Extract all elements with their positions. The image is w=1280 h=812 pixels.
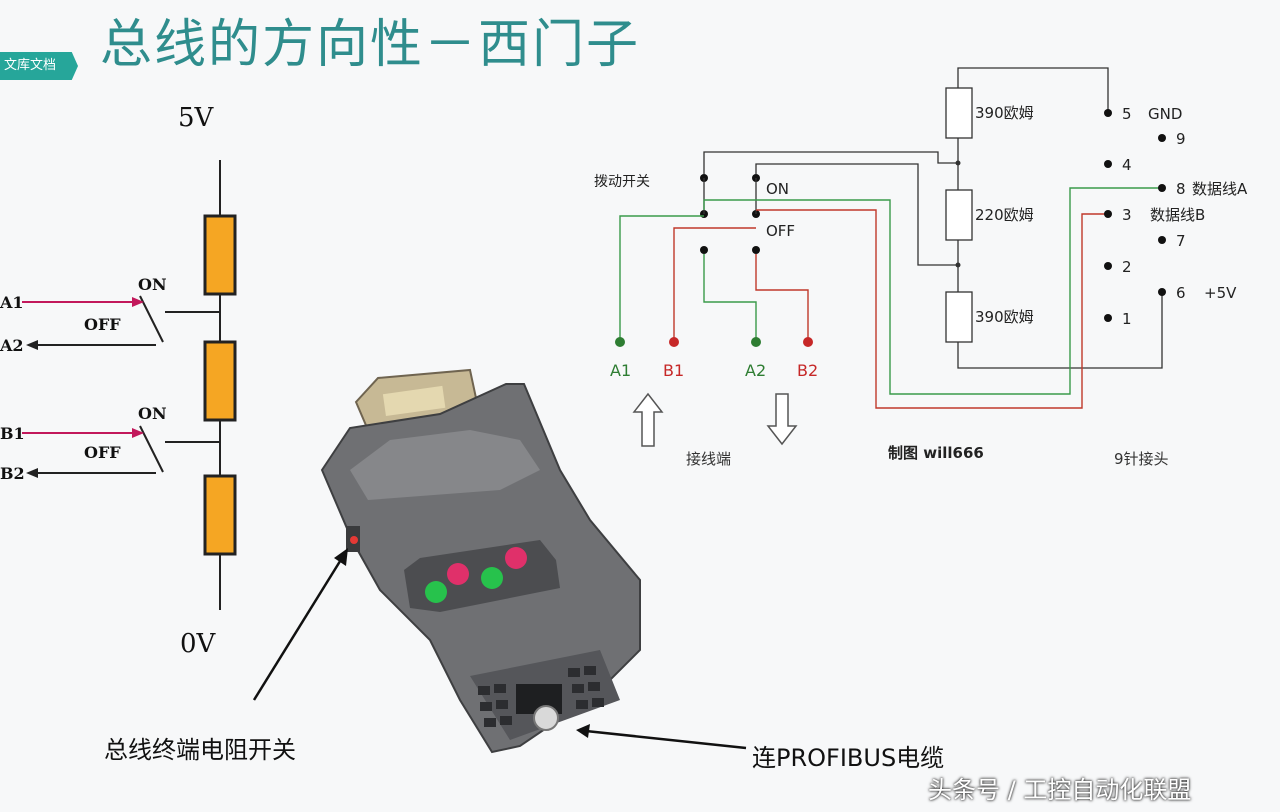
resistor-top xyxy=(203,214,237,296)
watermark: 头条号 / 工控自动化联盟 xyxy=(928,776,1192,804)
left-ladder: 5V 0V ON OFF A1 A2 ON OFF B1 B2 xyxy=(0,103,237,659)
cable-pointer xyxy=(585,729,747,750)
pin-dots xyxy=(1104,109,1166,322)
terminal-switch-caption: 总线终端电阻开关 xyxy=(104,736,296,764)
resistor-top-label: 390欧姆 xyxy=(975,104,1034,122)
b1-label: B1 xyxy=(0,424,25,443)
on-label: ON xyxy=(766,180,789,198)
switch-b-blade xyxy=(139,425,164,473)
dip-switch-label: 拨动开关 xyxy=(594,174,650,190)
resistor-middle xyxy=(203,340,237,422)
data-b-wire xyxy=(756,209,1108,409)
vcc-wire xyxy=(957,292,1163,369)
switch-b-on-label: ON xyxy=(138,404,167,423)
profibus-connector-image xyxy=(320,368,641,754)
up-arrow xyxy=(632,392,664,447)
switch-a-on-label: ON xyxy=(138,275,167,294)
b2-wire xyxy=(755,254,809,338)
terminal-switch-knob xyxy=(350,536,358,544)
terminal-b1-label: B1 xyxy=(663,361,684,380)
pin-2: 2 xyxy=(1122,258,1132,276)
resistor-220 xyxy=(945,189,973,241)
off-label: OFF xyxy=(766,222,795,240)
cable-caption: 连PROFIBUS电缆 xyxy=(752,744,945,772)
data-a-wire xyxy=(703,187,1160,395)
pin-9: 9 xyxy=(1176,130,1186,148)
schematic: 390欧姆 220欧姆 390欧姆 拨动开关 ON OFF A1 B1 A2 B xyxy=(594,67,1248,468)
page-title: 总线的方向性－西门子 xyxy=(100,15,641,75)
switch-b-off-label: OFF xyxy=(84,443,121,462)
b2-arrow-head xyxy=(26,468,38,478)
switch-a-off-label: OFF xyxy=(84,315,121,334)
terminal-b2 xyxy=(803,337,813,347)
down-arrow xyxy=(766,393,798,446)
resistor-390-bottom xyxy=(945,291,973,343)
credit: 制图 will666 xyxy=(888,444,984,462)
gnd-wire xyxy=(957,67,1109,112)
b1-wire xyxy=(673,227,756,338)
pin-8: 8 xyxy=(1176,180,1186,198)
connector-top-face xyxy=(350,430,540,500)
led-green-1 xyxy=(425,581,447,603)
terminal-switch-pointer-head xyxy=(334,548,348,566)
a2-label: A2 xyxy=(0,336,24,355)
terminal-a2-label: A2 xyxy=(745,361,766,380)
b1-arrow-head xyxy=(132,428,144,438)
led-red-1 xyxy=(447,563,469,585)
cable-pointer-head xyxy=(576,724,590,738)
pin-5: 5 xyxy=(1122,105,1132,123)
pin-6-label: +5V xyxy=(1204,284,1237,302)
on-wire-2 xyxy=(755,163,958,266)
connector-caption: 9针接头 xyxy=(1114,450,1169,468)
pin-4: 4 xyxy=(1122,156,1132,174)
led-red-2 xyxy=(505,547,527,569)
on-wire-1 xyxy=(703,151,958,174)
a1-arrow-head xyxy=(132,297,144,307)
terminal-switch-pointer xyxy=(252,557,344,701)
resistor-bottom xyxy=(203,474,237,556)
a1-wire xyxy=(619,215,704,338)
terminal-caption: 接线端 xyxy=(686,450,731,468)
terminal-b2-label: B2 xyxy=(797,361,818,380)
pin-7: 7 xyxy=(1176,232,1186,250)
connector-dsub-pins xyxy=(382,385,446,417)
terminal-a1-label: A1 xyxy=(610,361,631,380)
a1-label: A1 xyxy=(0,293,24,312)
pin-6: 6 xyxy=(1176,284,1186,302)
a2-wire xyxy=(703,254,757,338)
a2-arrow-head xyxy=(26,340,38,350)
switch-a-blade xyxy=(139,295,164,343)
led-green-2 xyxy=(481,567,503,589)
resistor-mid-label: 220欧姆 xyxy=(975,206,1034,224)
terminal-a1 xyxy=(615,337,625,347)
pin-3-label: 数据线B xyxy=(1150,206,1205,224)
resistor-bottom-label: 390欧姆 xyxy=(975,308,1034,326)
terminal-b1 xyxy=(669,337,679,347)
top-voltage-label: 5V xyxy=(178,103,215,133)
pin-8-label: 数据线A xyxy=(1192,180,1248,198)
doc-tag: 文库文档 xyxy=(0,52,78,80)
pin-5-label: GND xyxy=(1148,105,1182,123)
bottom-voltage-label: 0V xyxy=(180,629,217,659)
grip-cells xyxy=(478,666,604,727)
terminal-a2 xyxy=(751,337,761,347)
resistor-390-top xyxy=(945,87,973,139)
pin-3: 3 xyxy=(1122,206,1132,224)
connector-screw xyxy=(533,705,559,731)
pin-1: 1 xyxy=(1122,310,1132,328)
b2-label: B2 xyxy=(0,464,25,483)
switch-contacts xyxy=(700,174,760,254)
